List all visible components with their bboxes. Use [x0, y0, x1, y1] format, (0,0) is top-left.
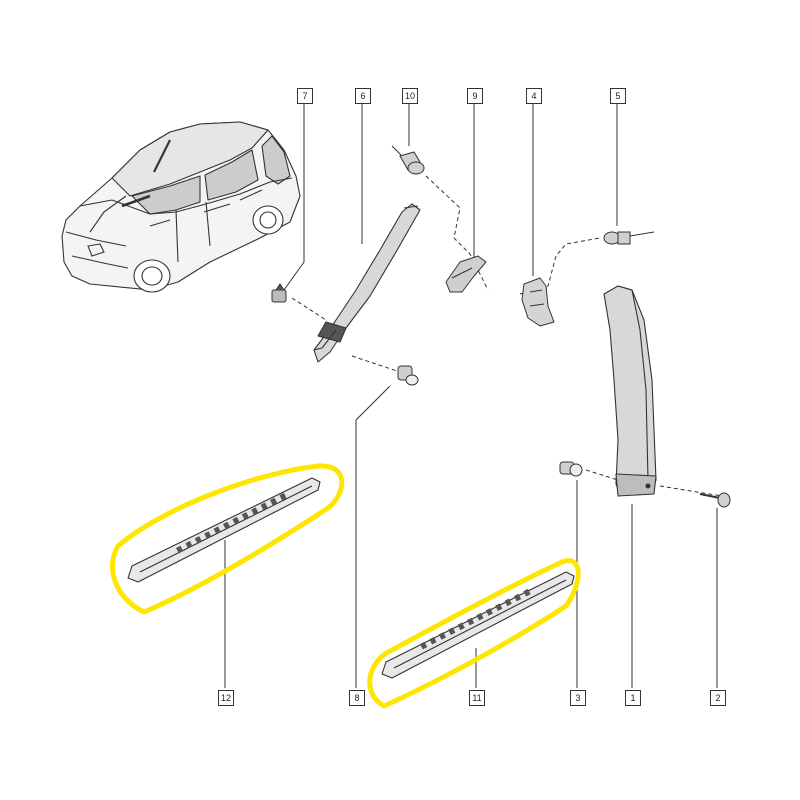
sill-rib [523, 588, 531, 597]
sill-rib [204, 531, 212, 539]
callout-2: 2 [710, 690, 726, 706]
callout-10: 10 [402, 88, 418, 104]
sill-rib [429, 636, 437, 645]
part-9-clip [445, 255, 487, 293]
part-12-sill-plate [127, 477, 321, 583]
part-5-rivet [603, 231, 655, 245]
part-7-clip [271, 283, 287, 303]
sill-rib [185, 540, 193, 549]
sill-rib [251, 507, 259, 515]
callout-6: 6 [355, 88, 371, 104]
sill-rib [176, 545, 184, 554]
callout-4: 4 [526, 88, 542, 104]
sill-rib [448, 627, 456, 635]
callout-12: 12 [218, 690, 234, 706]
sill-rib [476, 612, 484, 621]
callout-9: 9 [467, 88, 483, 104]
car-illustration [61, 121, 301, 293]
sill-rib [495, 603, 503, 611]
sill-rib [504, 598, 512, 607]
callout-7: 7 [297, 88, 313, 104]
callout-5: 5 [610, 88, 626, 104]
part-11-sill-plate [381, 571, 575, 679]
part-10-rivet [391, 145, 425, 175]
callout-11: 11 [469, 690, 485, 706]
sill-rib [194, 536, 202, 544]
sill-rib [260, 502, 268, 511]
part-3-clip [559, 461, 583, 477]
part-8-clip [397, 365, 419, 386]
sill-rib [419, 641, 428, 650]
part-2-screw [699, 492, 731, 508]
sill-rib [438, 632, 446, 640]
sill-rib [223, 521, 231, 530]
callout-1: 1 [625, 690, 641, 706]
leader-lines [224, 102, 718, 688]
sill-rib [270, 497, 278, 506]
sill-rib [241, 512, 249, 520]
sill-rib [213, 526, 221, 535]
part-4-bracket [521, 277, 555, 327]
sill-rib [457, 622, 465, 631]
callout-8: 8 [349, 690, 365, 706]
sill-rib [466, 617, 475, 626]
part-6-pillar-trim [313, 203, 421, 363]
sill-rib [513, 593, 522, 602]
sill-rib [232, 516, 240, 525]
callout-3: 3 [570, 690, 586, 706]
highlight-marks [110, 463, 581, 709]
sill-rib [279, 492, 287, 501]
sill-rib [485, 608, 493, 616]
part-1-pillar-trim [603, 285, 657, 497]
